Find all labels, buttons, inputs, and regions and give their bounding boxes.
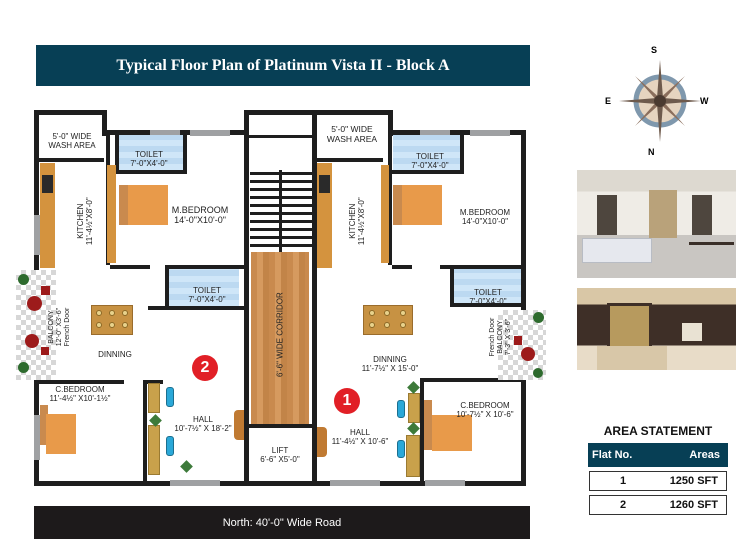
road-label: North: 40'-0" Wide Road bbox=[34, 506, 530, 539]
header-areas: Areas bbox=[689, 449, 720, 461]
stove-icon bbox=[42, 175, 53, 193]
area-statement-header: Flat No. Areas bbox=[588, 443, 728, 467]
compass-north: N bbox=[648, 147, 655, 157]
table-row: 1 1250 SFT bbox=[589, 471, 727, 491]
compass-east: E bbox=[605, 96, 612, 106]
corridor-label: 6'-6" WIDE CORRIDOR bbox=[275, 292, 285, 378]
compass-rose-icon bbox=[619, 60, 701, 142]
corridor bbox=[251, 252, 309, 424]
bed-icon bbox=[128, 185, 168, 225]
flat2-dining-label: DINNING bbox=[98, 350, 132, 359]
compass: S E W N bbox=[600, 45, 720, 160]
flat1-badge: 1 bbox=[334, 388, 360, 414]
compass-west: W bbox=[700, 96, 709, 106]
living-room-photo bbox=[577, 170, 736, 278]
compass-south: S bbox=[651, 45, 658, 55]
area-statement-title: AREA STATEMENT bbox=[603, 424, 713, 438]
flat2-badge: 2 bbox=[192, 355, 218, 381]
sofa-icon bbox=[148, 383, 160, 413]
header-flat-no: Flat No. bbox=[592, 449, 633, 461]
table-row: 2 1260 SFT bbox=[589, 495, 727, 515]
tv-unit-icon bbox=[234, 410, 244, 440]
bedroom-photo bbox=[577, 288, 736, 370]
plan-title: Typical Floor Plan of Platinum Vista II … bbox=[36, 45, 530, 86]
